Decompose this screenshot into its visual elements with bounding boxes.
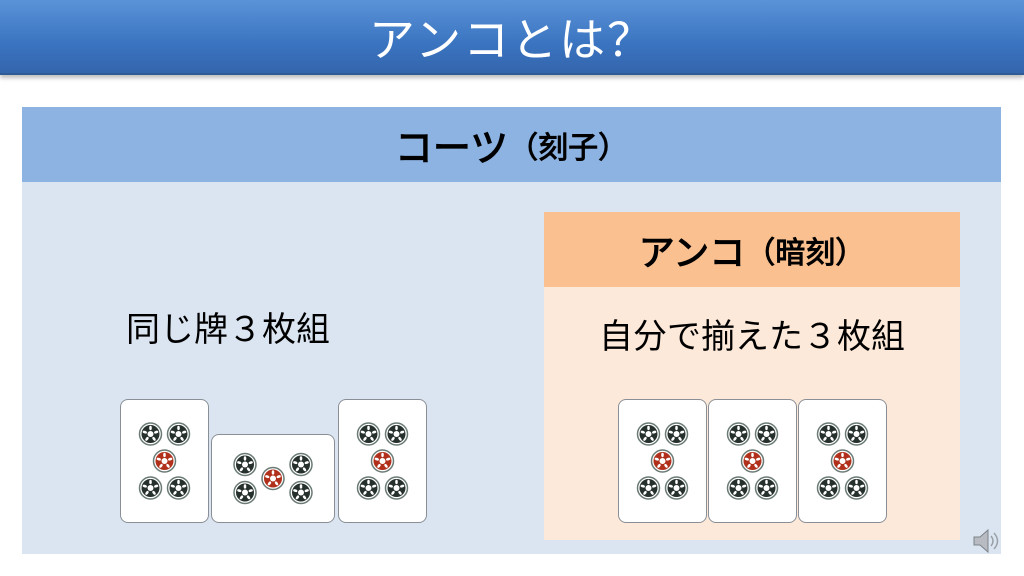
pip: [816, 422, 841, 446]
slide-title: アンコとは？: [368, 12, 656, 67]
koutsu-kanji: （刻子）: [508, 130, 629, 166]
pip: [261, 466, 285, 491]
pip: [816, 476, 841, 500]
pip: [754, 422, 779, 446]
pip: [664, 422, 689, 446]
pip: [650, 449, 675, 473]
pip: [664, 476, 689, 500]
anko-label: アンコ: [638, 232, 746, 274]
tile-5-pin: [338, 399, 427, 523]
pip: [356, 476, 381, 500]
tile-5-pin: [120, 399, 209, 523]
tile-5-pin: [618, 399, 707, 523]
pip: [138, 422, 163, 446]
pip: [740, 449, 765, 473]
pip: [384, 476, 409, 500]
pip: [726, 422, 751, 446]
pip: [166, 422, 191, 446]
anko-header: アンコ（暗刻）: [544, 212, 960, 287]
pip: [636, 422, 661, 446]
anko-description: 自分で揃えた３枚組: [599, 317, 905, 357]
anko-kanji: （暗刻）: [745, 235, 866, 271]
pip: [726, 476, 751, 500]
tile-5-pin-sideways: [211, 434, 335, 523]
pip: [844, 422, 869, 446]
speaker-icon[interactable]: [972, 528, 1000, 558]
pip: [233, 480, 257, 505]
pip: [384, 422, 409, 446]
pip: [844, 476, 869, 500]
pip: [166, 476, 191, 500]
pip: [289, 452, 313, 477]
tile-5-pin: [708, 399, 797, 523]
title-bar: アンコとは？: [0, 0, 1024, 75]
koutsu-header: コーツ（刻子）: [22, 107, 1001, 182]
koutsu-label: コーツ: [394, 126, 509, 170]
pip: [636, 476, 661, 500]
tile-5-pin: [798, 399, 887, 523]
pip: [152, 449, 177, 473]
pip: [289, 480, 313, 505]
pip: [356, 422, 381, 446]
koutsu-description: 同じ牌３枚組: [126, 310, 330, 350]
pip: [754, 476, 779, 500]
pip: [370, 449, 395, 473]
pip: [830, 449, 855, 473]
pip: [233, 452, 257, 477]
pip: [138, 476, 163, 500]
